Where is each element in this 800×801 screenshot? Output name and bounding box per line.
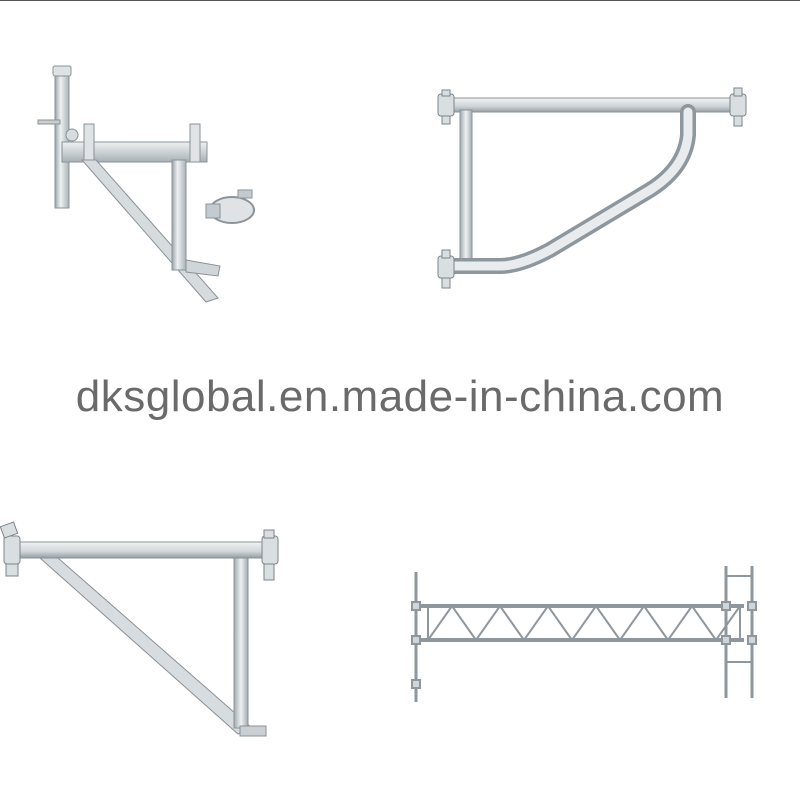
vertical-post [171,159,187,271]
product-image-lattice-girder [400,540,800,720]
side-bracket-illustration [37,65,255,303]
wedge-pin [37,119,61,125]
clamp-left [0,521,21,577]
lattice-diagonals [427,604,741,642]
horizontal-channel [61,141,208,163]
vertical-tube [233,557,249,729]
watermark-text: dksglobal.en.made-in-china.com [75,372,725,421]
product-image-side-bracket [0,40,400,340]
clamp-bottom-left [437,249,455,289]
top-tube [13,541,273,559]
clamp-top-left [437,89,455,125]
clamp-top-right [729,87,747,127]
curved-bracket-illustration [437,87,747,289]
diagonal-brace [80,159,219,303]
product-image-curved-bracket [400,40,800,340]
left-vertical-tube [459,109,473,269]
clamp-right [261,529,279,581]
lattice-girder-illustration [411,566,757,702]
diagonal-brace [38,557,253,735]
top-border-line [0,0,800,1]
tube-cap [52,65,72,77]
triangle-bracket-illustration [0,521,279,737]
product-image-triangle-bracket [0,500,400,780]
